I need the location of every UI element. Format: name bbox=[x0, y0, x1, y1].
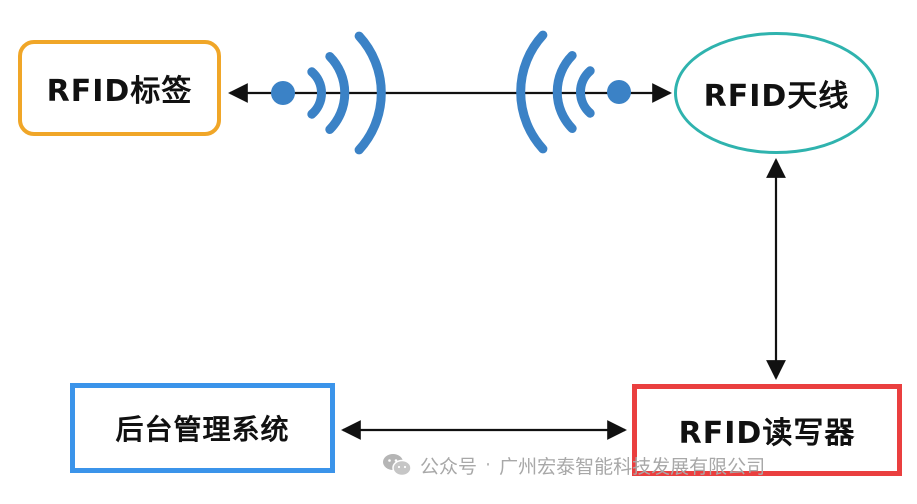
wechat-watermark: 公众号 · 广州宏泰智能科技发展有限公司 bbox=[382, 450, 765, 480]
rfid-tag-node: RFID标签 bbox=[18, 40, 221, 136]
tag-signal-icon bbox=[271, 31, 386, 155]
watermark-account-name: 广州宏泰智能科技发展有限公司 bbox=[499, 455, 766, 478]
backend-system-label: 后台管理系统 bbox=[115, 413, 290, 446]
backend-system-node: 后台管理系统 bbox=[70, 383, 335, 473]
watermark-separator: · bbox=[485, 454, 492, 476]
rfid-tag-label: RFID标签 bbox=[46, 74, 193, 109]
wechat-icon bbox=[383, 454, 412, 477]
watermark-prefix: 公众号 bbox=[420, 455, 478, 478]
antenna-signal-icon bbox=[516, 30, 631, 154]
rfid-reader-label: RFID读写器 bbox=[678, 416, 856, 451]
rfid-antenna-node: RFID天线 bbox=[674, 32, 879, 154]
rfid-reader-node: RFID读写器 bbox=[632, 384, 902, 476]
rfid-antenna-label: RFID天线 bbox=[703, 79, 850, 114]
